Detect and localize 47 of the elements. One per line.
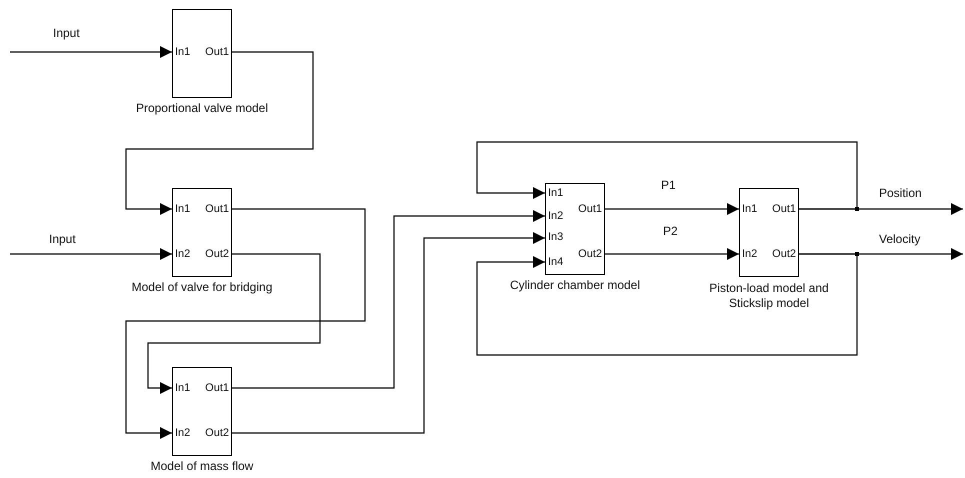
edge-label: Position bbox=[878, 186, 923, 200]
port-label: Out2 bbox=[205, 427, 229, 440]
connector-arrow bbox=[605, 203, 739, 215]
block-caption: Proportional valve model bbox=[134, 101, 270, 116]
connector-arrow bbox=[605, 248, 739, 260]
port-label: Out1 bbox=[205, 203, 229, 216]
port-label: In1 bbox=[175, 203, 190, 216]
port-label: In1 bbox=[742, 203, 758, 216]
connector-arrow bbox=[125, 208, 366, 439]
model-block bbox=[172, 367, 232, 456]
block-caption: Piston-load model and Stickslip model bbox=[708, 281, 830, 311]
port-label: In2 bbox=[548, 210, 564, 223]
connector-arrow bbox=[125, 51, 314, 215]
port-label: Out1 bbox=[205, 382, 229, 395]
port-label: Out2 bbox=[772, 248, 796, 261]
port-label: Out2 bbox=[205, 248, 229, 261]
port-label: In1 bbox=[548, 187, 564, 200]
model-block bbox=[172, 9, 232, 98]
connector-arrow bbox=[10, 248, 172, 260]
connector-arrow bbox=[232, 232, 545, 434]
connector-arrow bbox=[476, 141, 858, 210]
edge-label: P2 bbox=[662, 224, 679, 238]
model-block bbox=[739, 188, 799, 277]
port-label: Out1 bbox=[772, 203, 796, 216]
model-block bbox=[172, 188, 232, 277]
connector-arrow bbox=[147, 253, 321, 394]
edge-label: Velocity bbox=[878, 232, 922, 246]
port-label: In2 bbox=[175, 427, 190, 440]
port-label: In1 bbox=[175, 46, 190, 59]
block-caption: Model of mass flow bbox=[150, 459, 254, 474]
block-caption: Cylinder chamber model bbox=[508, 278, 642, 293]
block-caption: Model of valve for bridging bbox=[130, 280, 274, 295]
port-label: In3 bbox=[548, 231, 564, 244]
edge-label: P1 bbox=[660, 178, 677, 192]
port-label: Out1 bbox=[205, 46, 229, 59]
connector-arrow bbox=[232, 210, 545, 389]
connector-arrow bbox=[476, 253, 858, 356]
port-label: Out1 bbox=[578, 203, 602, 216]
port-label: In1 bbox=[175, 382, 190, 395]
port-label: In4 bbox=[548, 256, 564, 269]
edge-label: Input bbox=[52, 26, 81, 40]
model-block bbox=[545, 183, 605, 275]
port-label: Out2 bbox=[578, 248, 602, 261]
port-label: In2 bbox=[742, 248, 758, 261]
edge-label: Input bbox=[48, 232, 77, 246]
port-label: In2 bbox=[175, 248, 190, 261]
connector-arrow bbox=[10, 46, 172, 58]
